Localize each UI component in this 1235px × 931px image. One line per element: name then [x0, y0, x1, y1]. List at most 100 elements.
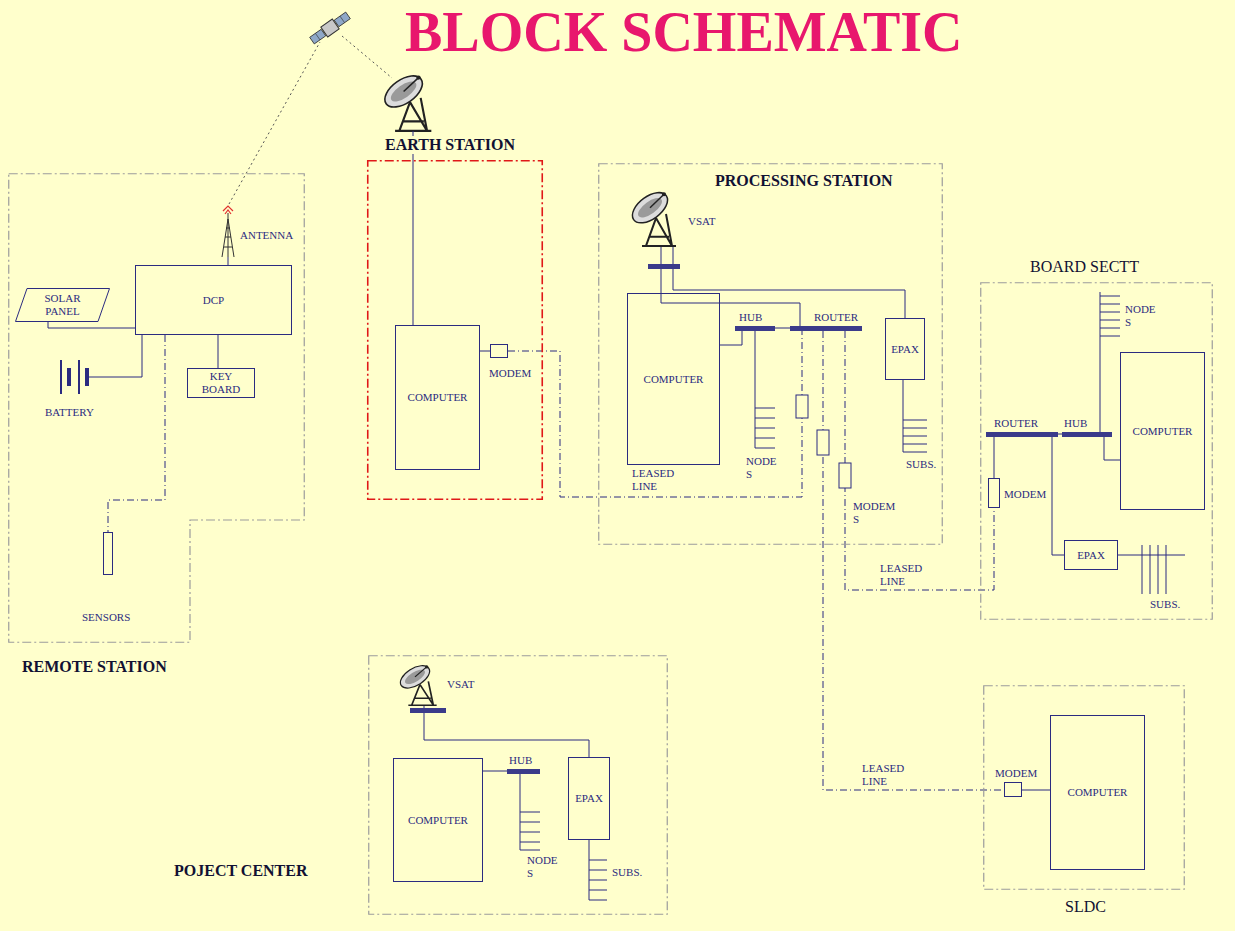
- terminal-line: [589, 860, 607, 861]
- terminal-line: [755, 428, 775, 429]
- terminal-line: [1100, 336, 1120, 337]
- network-link: [775, 328, 790, 329]
- modem-box: [839, 463, 851, 488]
- link-label: LEASED LINE: [880, 562, 926, 587]
- terminal-line: [1142, 545, 1143, 594]
- network-link: [228, 257, 229, 265]
- radio-link: [342, 36, 392, 78]
- equipment-box: COMPUTER: [1120, 352, 1205, 510]
- network-link: [483, 771, 507, 772]
- network-link: [994, 437, 995, 478]
- network-link: [508, 331, 802, 497]
- node-label: VSAT: [688, 215, 716, 228]
- satellite: [309, 10, 352, 45]
- node-label: VSAT: [447, 678, 475, 691]
- vsat-bar: [648, 264, 680, 269]
- node-label: PROCESSING STATION: [713, 172, 895, 190]
- terminal-line: [903, 428, 927, 429]
- node-label: EARTH STATION: [383, 136, 517, 154]
- node-label: COMPUTER: [1068, 786, 1128, 799]
- terminal-line: [1166, 545, 1167, 594]
- region-border: [9, 174, 305, 643]
- terminal-line: [589, 880, 607, 881]
- station-region: SLDCMODEMCOMPUTER: [983, 685, 1185, 890]
- terminal-line: [1100, 292, 1101, 432]
- region-border: [599, 164, 943, 545]
- terminal-label: NODE S: [527, 854, 561, 879]
- node-label: MODEM: [1004, 488, 1046, 501]
- battery-symbol: BATTERY: [55, 356, 99, 398]
- node-label: COMPUTER: [644, 373, 704, 386]
- node-label: ANTENNA: [240, 229, 293, 242]
- network-bar: HUB: [507, 769, 540, 774]
- terminal-line: [755, 331, 756, 448]
- diagram-title: BLOCK SCHEMATIC: [405, 0, 962, 64]
- modem-box: [796, 395, 808, 418]
- network-link: [218, 335, 219, 368]
- station-region: REMOTE STATIONSOLAR PANELDCPBATTERYKEY B…: [8, 173, 305, 643]
- node-label: REMOTE STATION: [20, 658, 169, 676]
- equipment-box: DCP: [135, 265, 292, 335]
- network-bar: ROUTER: [986, 432, 1058, 437]
- terminal-label: NODE S: [1125, 303, 1159, 328]
- equipment-box: COMPUTER: [1050, 715, 1145, 870]
- network-link: [720, 331, 742, 345]
- modem-box: [817, 430, 829, 455]
- terminal-line: [1150, 545, 1151, 594]
- terminal-line: [903, 380, 904, 452]
- terminal-line: [755, 418, 775, 419]
- terminal-line: [520, 812, 540, 813]
- node-label: HUB: [1064, 417, 1087, 430]
- terminal-fans: [520, 292, 1185, 900]
- terminal-line: [589, 900, 607, 901]
- sensor-probe: SENSORS: [103, 532, 113, 575]
- network-bar: HUB: [1062, 432, 1112, 437]
- terminal-line: [520, 822, 540, 823]
- modem-box: MODEM: [988, 478, 1000, 508]
- terminal-line: [1100, 328, 1120, 329]
- dish-icon: [395, 660, 445, 706]
- node-label: BATTERY: [45, 406, 94, 419]
- region-outline: [367, 160, 543, 500]
- node-label: POJECT CENTER: [172, 862, 310, 880]
- network-link: [845, 331, 994, 590]
- node-label: KEY BOARD: [190, 370, 252, 395]
- network-link: [1022, 790, 1050, 791]
- node-label: COMPUTER: [408, 814, 468, 827]
- node-label: HUB: [739, 311, 762, 324]
- node-label: SOLAR PANEL: [35, 292, 90, 317]
- equipment-box: COMPUTER: [627, 293, 720, 465]
- network-bar: ROUTER: [790, 326, 862, 331]
- network-link: [480, 351, 490, 352]
- station-region: BOARD SECTTROUTERHUBCOMPUTERMODEMEPAX: [980, 282, 1213, 620]
- equipment-box: KEY BOARD: [187, 368, 255, 398]
- link-label: LEASED LINE: [862, 762, 908, 787]
- terminal-line: [589, 870, 607, 871]
- radio-link: [229, 42, 320, 204]
- terminal-line: [1100, 296, 1120, 297]
- node-label: ROUTER: [994, 417, 1038, 430]
- node-label: MODEM: [995, 767, 1037, 780]
- equipment-box: COMPUTER: [395, 325, 480, 470]
- dish-icon: [626, 185, 686, 247]
- earth-dish: [379, 70, 431, 131]
- terminal-line: [589, 890, 607, 891]
- terminal-label: NODE S: [746, 455, 780, 480]
- terminal-line: [520, 832, 540, 833]
- network-link: [48, 322, 135, 328]
- vsat-dish: VSAT: [395, 660, 445, 706]
- network-link: [661, 247, 800, 326]
- node-label: BOARD SECTT: [1028, 258, 1141, 276]
- modem-box: MODEM: [1004, 782, 1022, 797]
- battery-cells: [55, 356, 99, 398]
- vsat-dish: VSAT: [626, 185, 686, 247]
- region-border: [368, 161, 543, 500]
- equipment-box: COMPUTER: [393, 758, 483, 882]
- network-link: [1052, 437, 1064, 555]
- equipment-box: EPAX: [1064, 540, 1118, 570]
- terminal-line: [903, 444, 927, 445]
- dish-feed-line: [413, 131, 414, 325]
- terminal-line: [520, 842, 540, 843]
- node-label: COMPUTER: [408, 391, 468, 404]
